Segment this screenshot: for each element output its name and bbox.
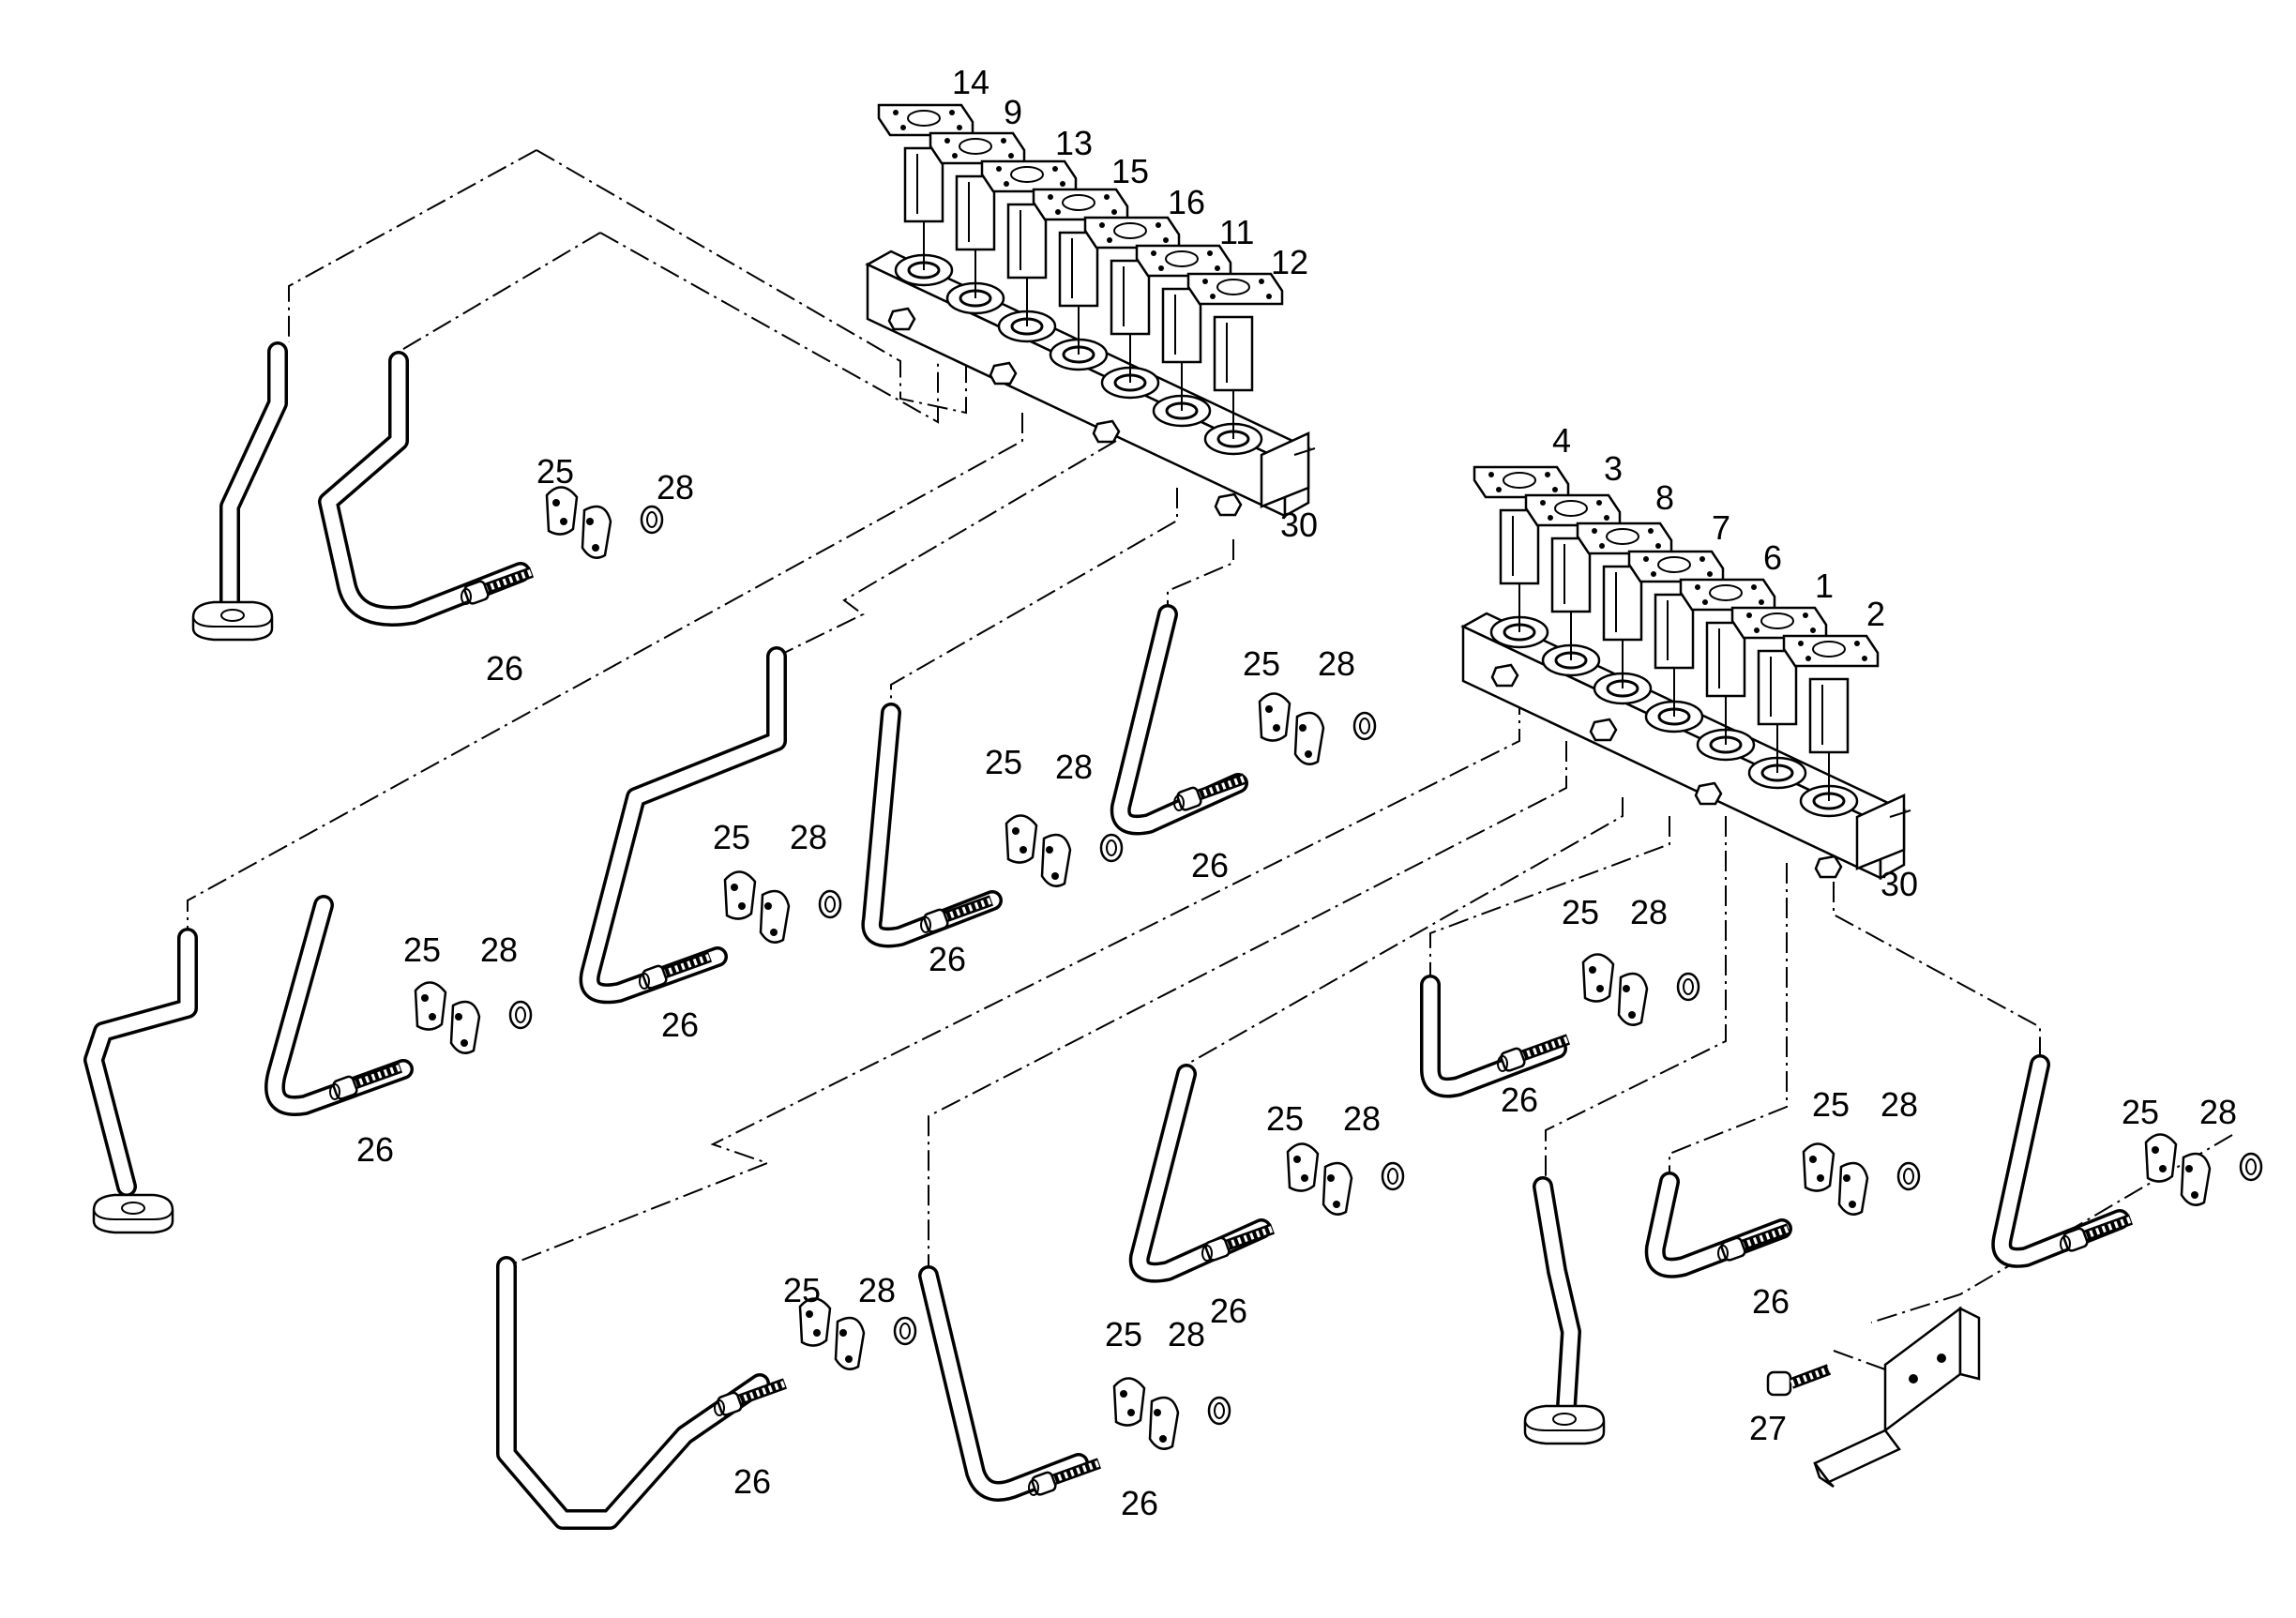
callout-25: 25 — [1266, 1099, 1304, 1138]
callout-28: 28 — [1881, 1085, 1918, 1124]
manifold-lower-right — [1460, 612, 1911, 881]
callout-13: 13 — [1055, 124, 1093, 162]
support-bracket — [1766, 1306, 1981, 1489]
callout-26: 26 — [356, 1130, 394, 1169]
callout-25: 25 — [1562, 893, 1599, 931]
callout-8: 8 — [1655, 478, 1674, 517]
callout-25: 25 — [1105, 1315, 1142, 1353]
callout-26: 26 — [1191, 846, 1229, 885]
callout-26: 26 — [1210, 1292, 1247, 1330]
callout-25: 25 — [403, 930, 441, 969]
callout-9: 9 — [1004, 93, 1022, 131]
callout-15: 15 — [1111, 152, 1149, 190]
leader-lines — [187, 149, 2233, 1370]
callout-4: 4 — [1552, 421, 1571, 460]
callout-3: 3 — [1604, 449, 1623, 488]
callout-6: 6 — [1763, 538, 1782, 577]
callout-25: 25 — [985, 743, 1022, 781]
callout-7: 7 — [1712, 508, 1730, 547]
callout-11: 11 — [1219, 213, 1254, 251]
callout-26: 26 — [486, 649, 523, 688]
callout-25: 25 — [783, 1271, 821, 1309]
callout-28: 28 — [480, 930, 518, 969]
callout-26: 26 — [1752, 1282, 1790, 1321]
callout-28: 28 — [1630, 893, 1668, 931]
callout-26: 26 — [1121, 1484, 1158, 1522]
callout-28: 28 — [790, 818, 827, 856]
manifold-upper-left — [865, 250, 1316, 519]
callout-25: 25 — [2122, 1093, 2159, 1131]
callout-14: 14 — [952, 63, 989, 101]
callout-28: 28 — [1318, 644, 1355, 683]
callout-28: 28 — [1168, 1315, 1205, 1353]
callout-26: 26 — [929, 940, 966, 978]
callout-26: 26 — [1501, 1081, 1538, 1119]
callout-28: 28 — [1055, 748, 1093, 786]
callout-30-lower: 30 — [1881, 865, 1918, 903]
callout-16: 16 — [1168, 183, 1205, 221]
injection-pipes — [83, 341, 2130, 1530]
callout-1: 1 — [1815, 567, 1834, 605]
callout-26: 26 — [661, 1006, 699, 1044]
callout-12: 12 — [1271, 243, 1308, 281]
callout-25: 25 — [536, 452, 574, 491]
callout-28: 28 — [2199, 1093, 2237, 1131]
callout-28: 28 — [657, 468, 694, 507]
callout-26: 26 — [733, 1462, 771, 1501]
callout-25: 25 — [713, 818, 750, 856]
callout-28: 28 — [858, 1271, 896, 1309]
callout-25: 25 — [1812, 1085, 1850, 1124]
callout-2: 2 — [1866, 595, 1885, 633]
callout-28: 28 — [1343, 1099, 1381, 1138]
callout-30-upper: 30 — [1280, 506, 1318, 544]
callout-27: 27 — [1749, 1409, 1787, 1447]
part-callouts: 14 9 13 15 16 11 12 30 4 3 8 7 6 1 2 30 … — [356, 63, 2237, 1522]
callout-25: 25 — [1243, 644, 1280, 683]
